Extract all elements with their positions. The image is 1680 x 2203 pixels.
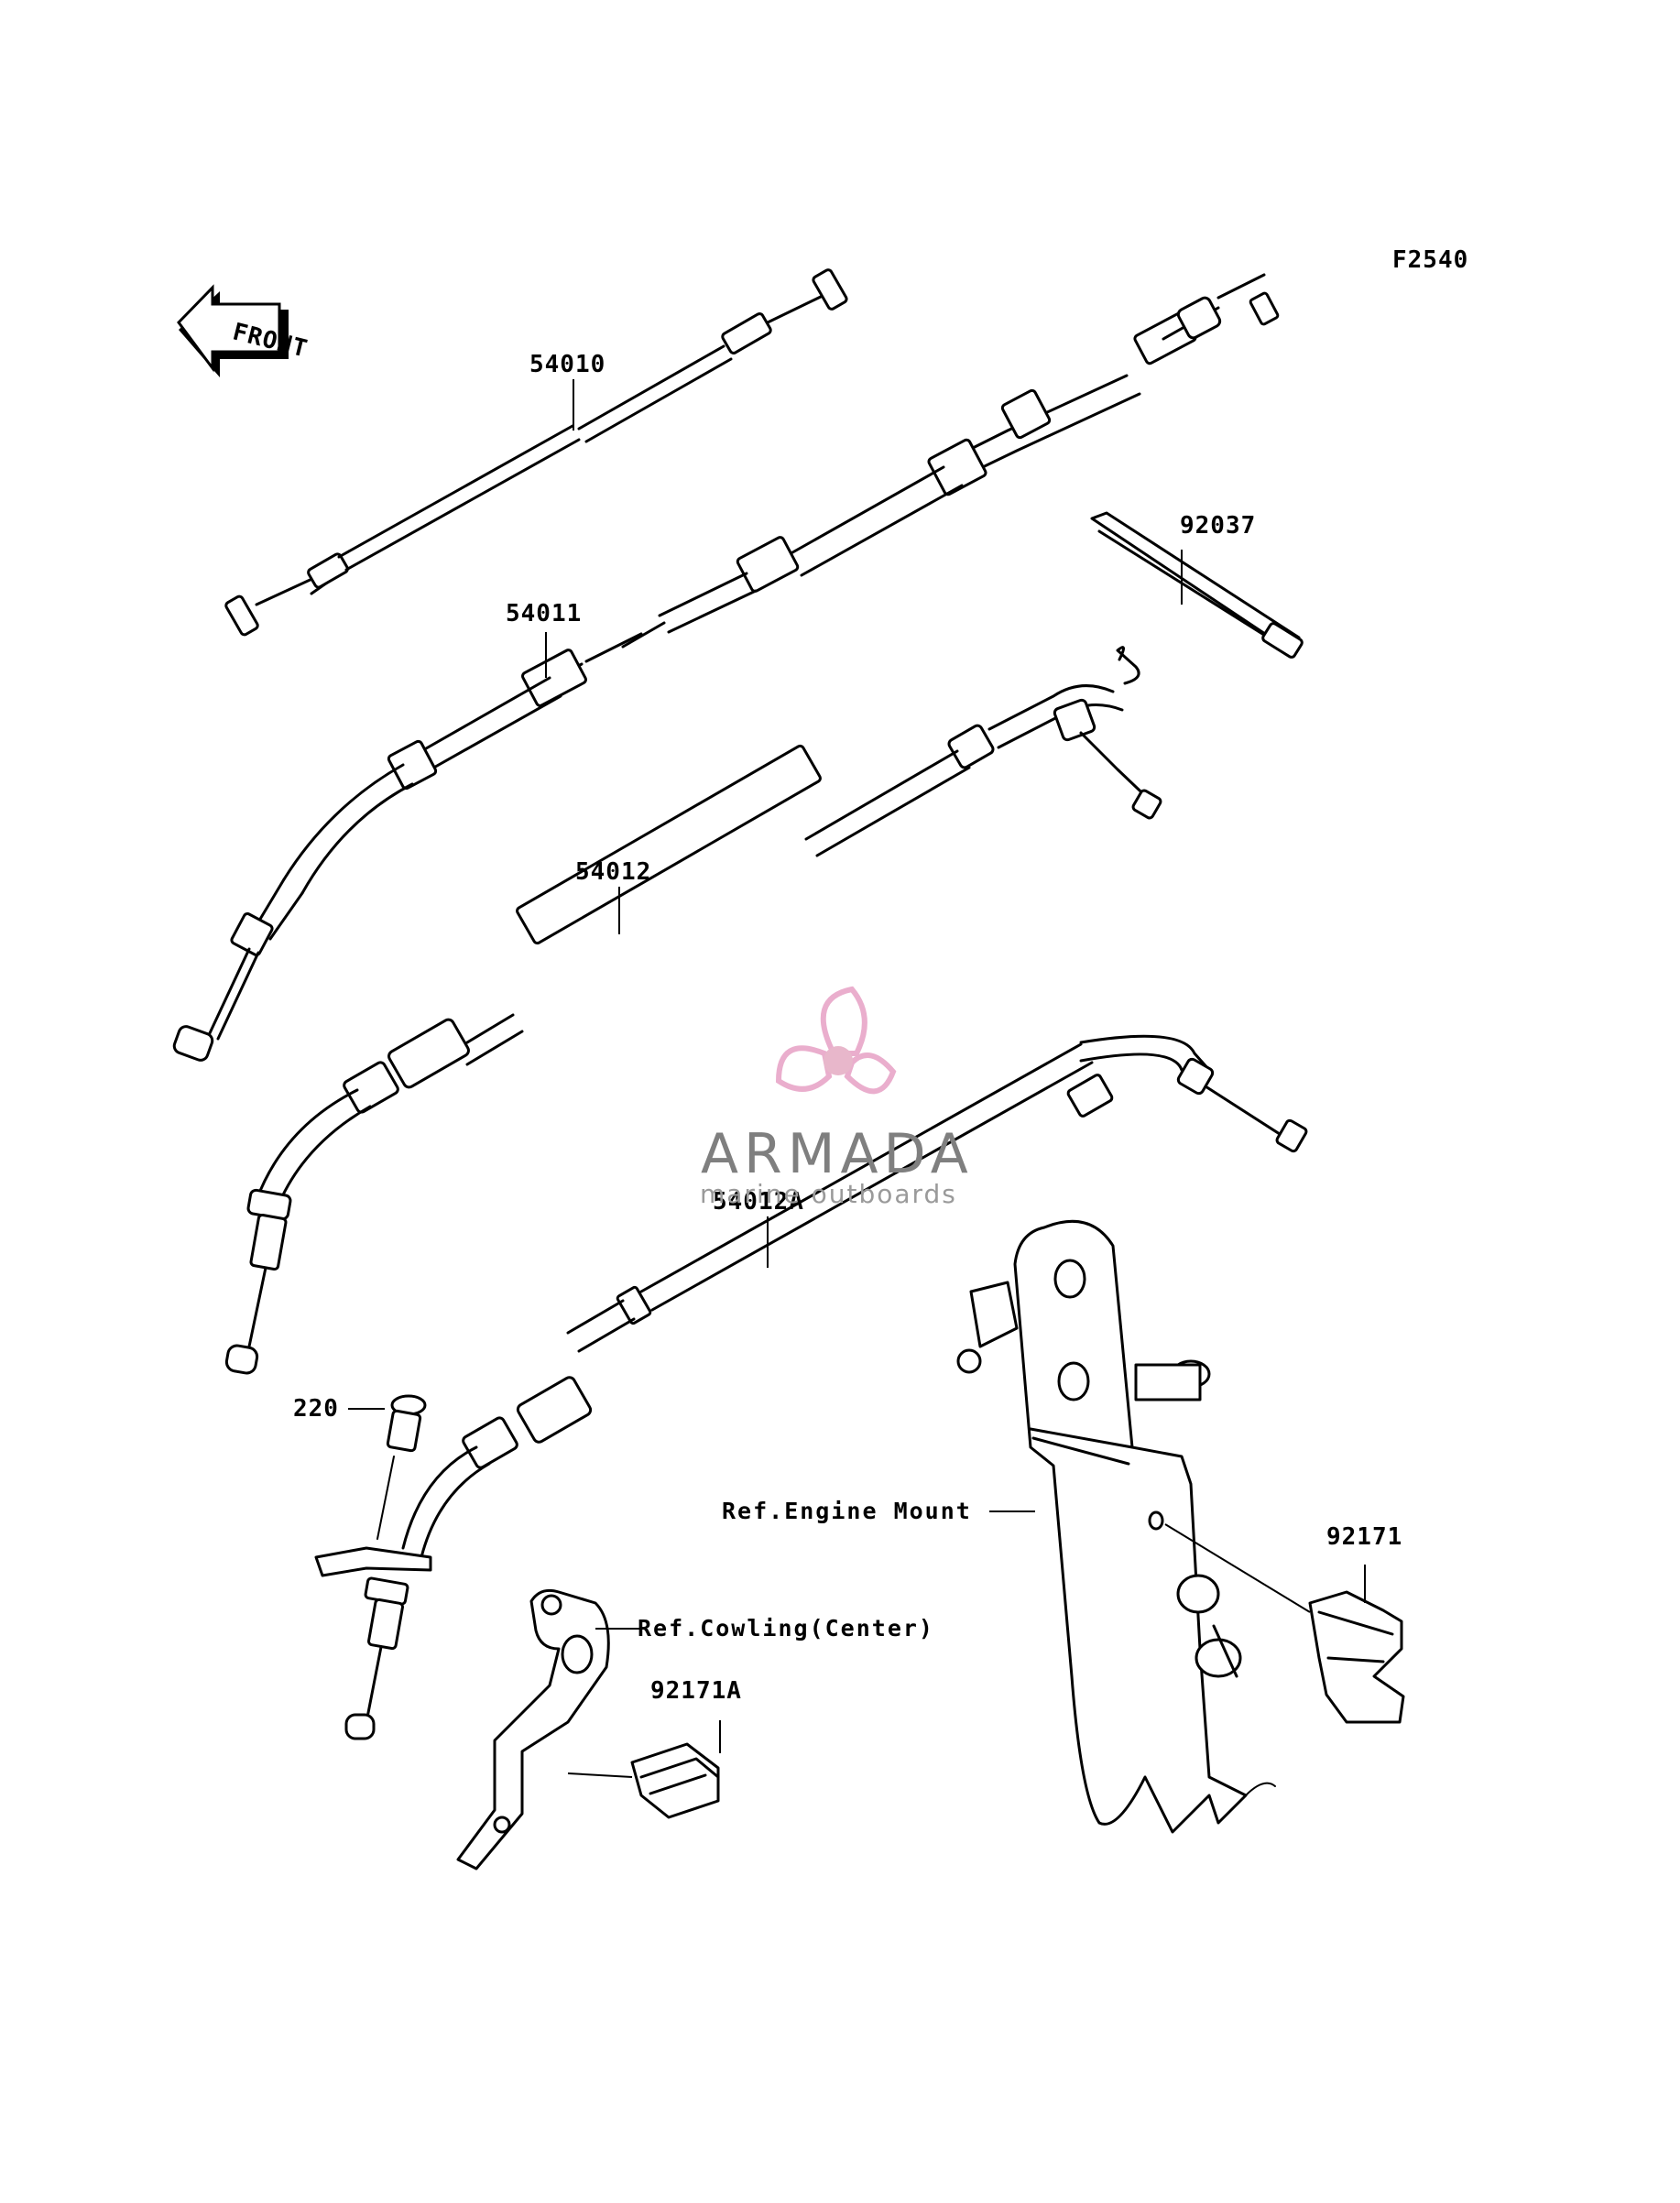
armada-logo-icon (775, 986, 897, 1095)
ref-engine-mount: Ref.Engine Mount (722, 1498, 972, 1524)
watermark-brand: ARMADA (701, 1122, 974, 1186)
ref-cowling-center: Ref.Cowling(Center) (638, 1615, 934, 1641)
cable-54010 (224, 268, 848, 637)
part-label-54011: 54011 (506, 600, 582, 627)
clamp-92171A (630, 1742, 720, 1819)
watermark-tagline: marine outboards (700, 1179, 957, 1209)
part-label-54012: 54012 (575, 858, 651, 886)
part-label-220: 220 (293, 1395, 339, 1423)
diagram-code: F2540 (1392, 246, 1468, 274)
part-label-92171A: 92171A (650, 1677, 742, 1705)
part-label-92171: 92171 (1326, 1523, 1402, 1551)
rod-92037 (1090, 511, 1304, 659)
cable-54011 (172, 273, 1280, 1062)
cable-54012 (224, 646, 1162, 1375)
bolt-220 (376, 1394, 427, 1540)
part-label-54010: 54010 (529, 351, 605, 378)
front-arrow-icon: FRONT (177, 284, 311, 377)
part-label-92037: 92037 (1180, 512, 1256, 540)
cable-54012A (314, 1034, 1308, 1740)
cowling-bracket (456, 1588, 610, 1870)
leader-lines (348, 379, 1366, 1778)
part-label-54012A: 54012A (713, 1188, 804, 1216)
engine-mount (956, 1219, 1276, 1834)
clamp-92171 (1308, 1590, 1405, 1724)
